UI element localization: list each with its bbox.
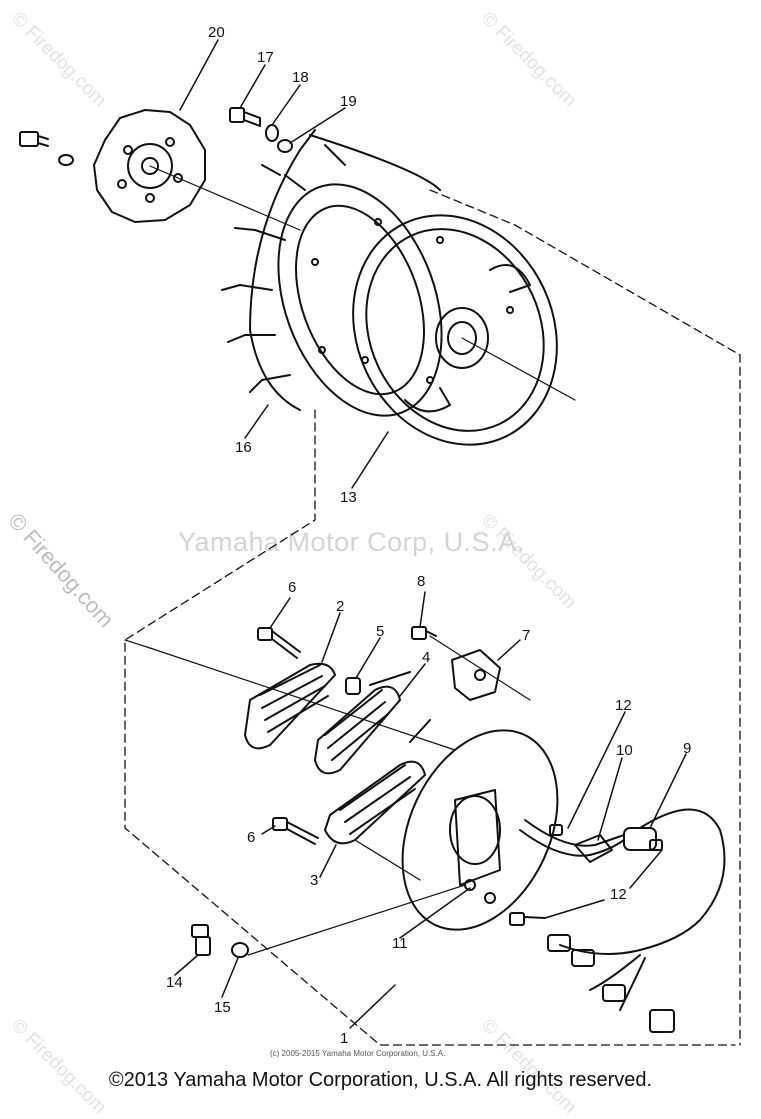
connector-part-7 (451, 649, 501, 701)
callout-11: 11 (392, 935, 408, 952)
callout-7: 7 (522, 627, 530, 644)
callout-6a: 6 (288, 579, 296, 596)
callout-2: 2 (336, 598, 344, 615)
coil-part-3 (324, 719, 431, 845)
screw-part-8 (411, 626, 437, 640)
rotor-part-13 (352, 214, 558, 446)
wiring-harness-part-9 (519, 808, 726, 1033)
screw-part-12-upper (549, 824, 563, 836)
callout-5: 5 (376, 623, 384, 640)
callout-13: 13 (340, 489, 357, 506)
callout-20: 20 (208, 24, 225, 41)
screw-part-6-lower (272, 817, 319, 845)
small-copyright: (c) 2005-2015 Yamaha Motor Corporation, … (270, 1049, 446, 1058)
assembly-lines-lower (124, 635, 531, 956)
screw-part-6-upper (257, 627, 301, 659)
bolt-part-17 (229, 107, 261, 127)
housing-outline-upper (124, 189, 741, 1046)
clamp-part-10 (574, 834, 613, 863)
callout-10: 10 (616, 742, 633, 759)
stator-plate-part-1 (401, 729, 559, 931)
coil-part-2 (244, 662, 336, 750)
cooling-fan-part-16 (221, 129, 443, 417)
callout-8: 8 (417, 573, 425, 590)
callout-4: 4 (422, 649, 430, 666)
spacer-part-5 (345, 677, 361, 695)
callout-16: 16 (235, 439, 252, 456)
callout-12b: 12 (610, 886, 627, 903)
coil-part-4 (314, 671, 411, 775)
bolt-left (19, 131, 74, 166)
washer-part-18 (265, 124, 279, 142)
callout-9: 9 (683, 740, 691, 757)
screw-part-12-lower (509, 912, 546, 926)
callout-18: 18 (292, 69, 309, 86)
plate-part-20 (93, 109, 206, 223)
callout-1: 1 (340, 1030, 348, 1047)
washer-part-19 (277, 139, 293, 153)
callout-14: 14 (166, 974, 183, 991)
callout-3: 3 (310, 872, 318, 889)
watermark-yamaha: Yamaha Motor Corp, U.S.A. (178, 527, 525, 557)
callout-6b: 6 (247, 829, 255, 846)
callout-12a: 12 (615, 697, 632, 714)
bolt-part-14 (191, 924, 211, 956)
washer-part-15 (231, 942, 249, 958)
callout-15: 15 (214, 999, 231, 1016)
callout-19: 19 (340, 93, 357, 110)
copyright-footer: ©2013 Yamaha Motor Corporation, U.S.A. A… (108, 1069, 653, 1091)
callout-17: 17 (257, 49, 274, 66)
leader-lines (174, 39, 687, 1029)
screw-part-12-right (649, 839, 663, 851)
